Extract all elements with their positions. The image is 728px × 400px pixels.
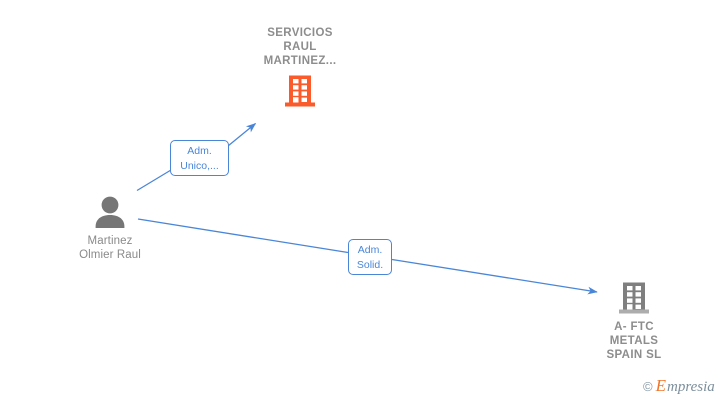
person-icon: [48, 196, 172, 228]
brand-initial: E: [655, 376, 666, 395]
node-label-servicios: SERVICIOS RAUL MARTINEZ...: [263, 27, 337, 67]
edge-label-adm-solid[interactable]: Adm. Solid.: [348, 239, 392, 275]
node-person-martinez-olmier-raul[interactable]: Martinez Olmier Raul: [48, 196, 172, 262]
building-icon: [238, 74, 362, 108]
node-company-a-ftc-metals-spain-sl[interactable]: A- FTC METALS SPAIN SL: [572, 281, 696, 362]
node-company-servicios-raul-martinez[interactable]: SERVICIOS RAUL MARTINEZ...: [238, 26, 362, 108]
node-label-ftc: A- FTC METALS SPAIN SL: [606, 321, 662, 361]
edge-label-adm-unico[interactable]: Adm. Unico,...: [170, 140, 229, 176]
building-icon: [572, 281, 696, 315]
empresia-watermark: © E mpresia: [643, 376, 715, 395]
node-label-person: Martinez Olmier Raul: [79, 235, 141, 261]
copyright-symbol: ©: [643, 379, 653, 394]
brand-name: mpresia: [666, 379, 715, 395]
